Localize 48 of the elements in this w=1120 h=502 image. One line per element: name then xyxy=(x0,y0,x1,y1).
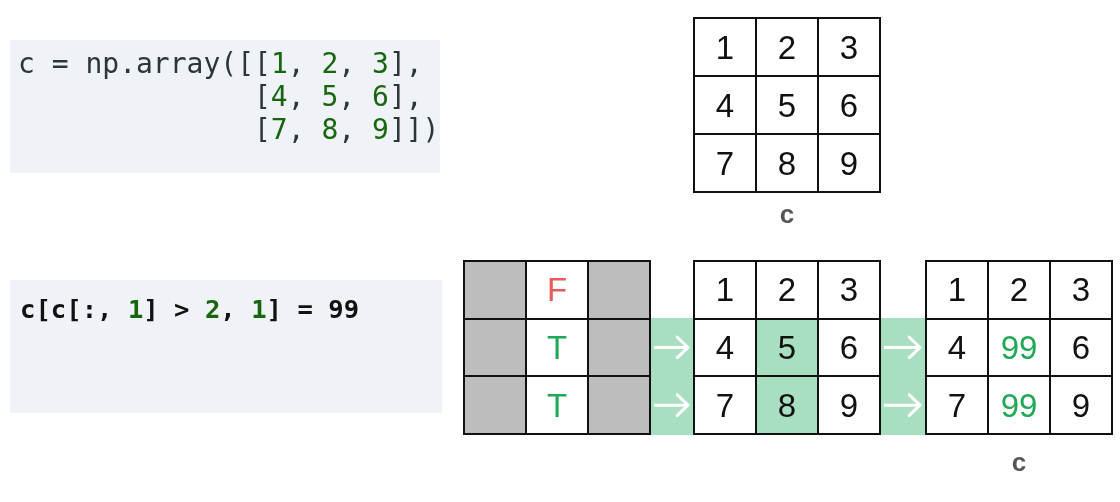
array-cell: 7 xyxy=(695,135,755,191)
array-cell: 4 xyxy=(695,77,755,133)
array-cell: 9 xyxy=(1051,377,1111,433)
empty-cell xyxy=(465,262,525,318)
array-cell: 7 xyxy=(927,377,987,433)
array-cell: 4 xyxy=(695,319,755,376)
array-cell: 2 xyxy=(757,19,817,75)
array-cell: 2 xyxy=(757,262,817,318)
array-cell: 1 xyxy=(927,262,987,318)
array-cell: 99 xyxy=(989,319,1049,376)
code-text: c = np.array([[1, 2, 3], [4, 5, 6], [7, 8, 9]]) xyxy=(18,47,441,146)
array-cell: 2 xyxy=(989,262,1049,318)
array-grid xyxy=(693,17,881,193)
array-cell: 8 xyxy=(757,135,817,191)
array-cell: 5 xyxy=(757,319,817,376)
array-name: c xyxy=(1011,449,1027,475)
array-grid xyxy=(463,260,651,435)
array-grid xyxy=(693,260,881,435)
array-grid xyxy=(925,260,1113,435)
array-cell: T xyxy=(527,377,587,433)
array-cell: T xyxy=(527,319,587,376)
array-cell: 6 xyxy=(1051,319,1111,376)
code-text: c[c[:, 1] > 2, 1] = 99 xyxy=(20,294,360,324)
empty-cell xyxy=(465,377,525,433)
array-cell: 9 xyxy=(819,377,879,433)
array-cell: 4 xyxy=(927,319,987,376)
empty-cell xyxy=(589,319,649,376)
array-cell: 1 xyxy=(695,19,755,75)
array-cell: 9 xyxy=(819,135,879,191)
array-cell: 3 xyxy=(819,262,879,318)
empty-cell xyxy=(589,262,649,318)
array-cell: F xyxy=(527,262,587,318)
arrow xyxy=(654,393,690,418)
empty-cell xyxy=(589,377,649,433)
array-cell: 1 xyxy=(695,262,755,318)
array-cell: 6 xyxy=(819,77,879,133)
array-cell: 8 xyxy=(757,377,817,433)
array-name: c xyxy=(779,201,795,227)
arrow xyxy=(654,335,690,360)
empty-cell xyxy=(465,319,525,376)
array-cell: 99 xyxy=(989,377,1049,433)
array-cell: 6 xyxy=(819,319,879,376)
array-cell: 5 xyxy=(757,77,817,133)
array-cell: 7 xyxy=(695,377,755,433)
arrow xyxy=(884,393,922,418)
array-cell: 3 xyxy=(819,19,879,75)
arrow xyxy=(884,335,922,360)
array-cell: 3 xyxy=(1051,262,1111,318)
